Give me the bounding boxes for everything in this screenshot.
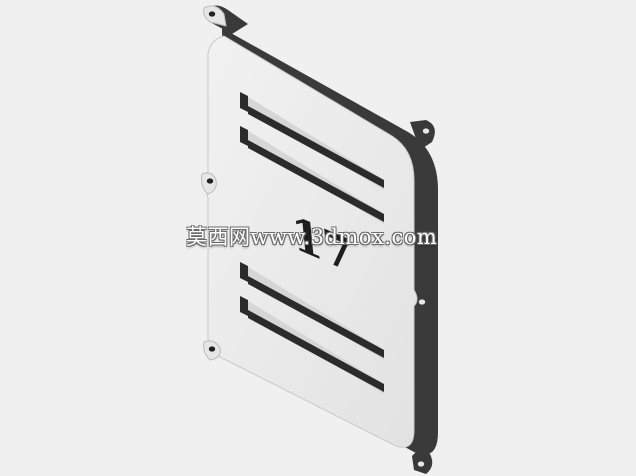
hole-mid-right <box>418 299 426 305</box>
slot-4 <box>240 296 384 394</box>
slot-3 <box>240 262 384 360</box>
watermark-text: 莫西网www.3dmox.com <box>186 225 438 249</box>
ventilation-slots <box>240 92 384 394</box>
hole-top-left <box>208 11 216 17</box>
ear-top-left <box>203 5 227 27</box>
slot-1 <box>240 92 384 190</box>
slot-2 <box>240 126 384 224</box>
hole-top-right <box>422 128 430 134</box>
hole-bottom-left <box>208 346 216 352</box>
mounting-holes <box>206 11 430 467</box>
hole-mid-left <box>206 178 214 184</box>
hole-bottom-right <box>417 461 425 467</box>
mounting-tab-top-right <box>410 120 435 150</box>
